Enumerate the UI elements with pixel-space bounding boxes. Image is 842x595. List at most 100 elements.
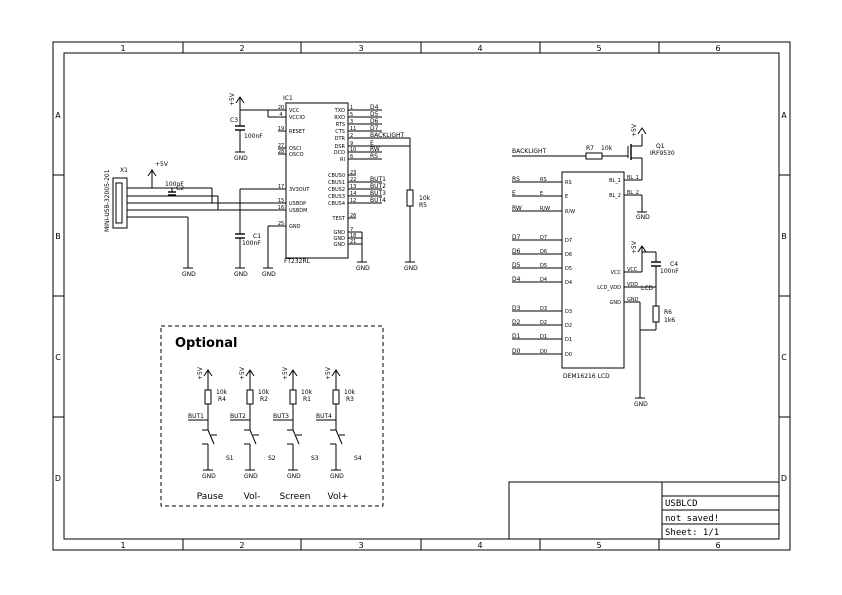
ic1-left-pin-name: OSCI (289, 146, 301, 152)
pullup-ref: R3 (346, 396, 354, 403)
bl2-gnd-label: GND (636, 214, 650, 221)
title-block: USBLCD not saved! Sheet: 1/1 (508, 481, 780, 540)
lcd-right-pin-name: BL_2 (609, 193, 621, 199)
lcd-left-net: E (512, 190, 516, 197)
lcd-gnd-label: GND (634, 401, 648, 408)
pullup-ref: R4 (218, 396, 226, 403)
ic1-right-pin-name: CBUS4 (328, 201, 345, 207)
r7-value: 10k (601, 145, 613, 152)
ic1-ref: IC1 (283, 95, 293, 102)
frame-col-5-bottom: 5 (596, 541, 601, 550)
ic1-left-pin-num: 17 (278, 184, 284, 190)
switch-gnd-label: GND (287, 473, 301, 480)
lcd-left-pin-name: D2 (565, 323, 572, 329)
ic1-right-pin-num: 18 (350, 233, 356, 239)
q1-ref: Q1 (656, 143, 665, 150)
q1-part: IRF9530 (650, 150, 675, 157)
ic1-right-pin-name: GND (334, 236, 346, 242)
usb-ref: X1 (120, 167, 128, 174)
ic1-left-pin-name: RESET (289, 129, 306, 135)
switch-group: +5V10kR4BUT1S1GNDPause+5V10kR2BUT2S2GNDV… (188, 366, 362, 502)
ic1-right-pin-name: CBUS2 (328, 187, 345, 193)
ic1-right-pin-num: 21 (350, 239, 356, 245)
frame-col-4-top: 4 (477, 44, 482, 53)
frame-col-1-bottom: 1 (120, 541, 125, 550)
ic1-left-pin-num: 27 (278, 143, 284, 149)
lcd-pad-label: D3 (540, 306, 547, 312)
ic1-right-pin-num: 1 (350, 105, 353, 111)
switch-supply-label: +5V (239, 366, 246, 380)
button-net-label: BUT1 (188, 413, 204, 420)
c1-value: 100nF (242, 240, 261, 247)
ic1-right-pin-name: DSR (335, 144, 346, 150)
switch-gnd-label: GND (244, 473, 258, 480)
ic1-supply-label: +5V (229, 92, 236, 106)
c3-gnd-label: GND (234, 155, 248, 162)
ic1-right-pin-name: CBUS3 (328, 194, 345, 200)
lcd-left-net: D2 (512, 319, 521, 326)
r6-value: 1k6 (664, 317, 675, 324)
ic1-right-pin-num: 2 (350, 133, 353, 139)
frame-col-6-top: 6 (715, 44, 720, 53)
button-net-label: BUT2 (230, 413, 246, 420)
lcd-left-pin-name: D1 (565, 337, 572, 343)
lcd-pad-label: D4 (540, 277, 547, 283)
ic1-left-pin-num: 28 (278, 149, 284, 155)
ic1-left-pin-name: 3V3OUT (289, 187, 310, 193)
lcd-right-pin-name: LCD_VDD (597, 285, 621, 291)
ic1-right-pin-name: RTS (336, 122, 345, 128)
usb-supply-label: +5V (155, 161, 169, 168)
button-net-label: BUT3 (273, 413, 289, 420)
optional-section: Optional +5V10kR4BUT1S1GNDPause+5V10kR2B… (160, 325, 384, 507)
frame-row-d-right: D (781, 474, 787, 483)
switch-ref: S2 (268, 455, 276, 462)
ic1-right-pin-name: TEST (332, 216, 346, 222)
ic1-net-label: E (370, 140, 374, 147)
ic1-net-label: RS (370, 153, 378, 160)
ic1-right-pin-name: GND (334, 242, 346, 248)
lcd-pad-label: RS (540, 177, 547, 183)
ic1-left-pin-name: OSCO (289, 152, 304, 158)
ic1-left-pin-name: USBDM (289, 208, 307, 214)
lcd-left-pin-name: D0 (565, 352, 572, 358)
ic1-left-pin-num: 19 (278, 126, 284, 132)
frame-row-c-left: C (55, 353, 61, 362)
frame-row-d-left: D (55, 474, 61, 483)
switch-function-label: Vol- (244, 492, 261, 502)
lcd-left-net: D6 (512, 248, 521, 255)
ic1-left-pin-num: 20 (278, 105, 284, 111)
lcd-right-pin-name: BL_1 (609, 178, 621, 184)
frame-row-a-left: A (55, 111, 61, 120)
lcd-supply-label: +5V (631, 240, 638, 254)
switch-ref: S1 (226, 455, 234, 462)
lcd-left-pin-name: D7 (565, 238, 572, 244)
frame-col-5-top: 5 (596, 44, 601, 53)
frame-col-6-bottom: 6 (715, 541, 720, 550)
c3-value: 100nF (244, 133, 263, 140)
ic1-left-pin-name: GND (289, 224, 301, 230)
pullup-value: 10k (216, 389, 228, 396)
ic1-net-label: BUT3 (370, 190, 386, 197)
ic1-right-pin-num: 9 (350, 141, 353, 147)
lcd-right-net: VCC (627, 267, 638, 273)
switch-supply-label: +5V (325, 366, 332, 380)
title-block-name: USBLCD (665, 499, 698, 509)
c2-ref: C2 (176, 185, 184, 192)
usb-part: MINI-USB-32005-201 (104, 169, 111, 232)
ic1-net-label: BUT4 (370, 197, 386, 204)
ic1-net-label: BACKLIGHT (370, 132, 405, 139)
lcd-left-pin-name: RS (565, 180, 572, 186)
ic1-right-pin-num: 6 (350, 154, 353, 160)
lcd-left-pin-name: D3 (565, 309, 572, 315)
ic1-left-pin-name: VCCIO (289, 115, 305, 121)
pullup-value: 10k (344, 389, 356, 396)
q1-supply-label: +5V (631, 123, 638, 137)
button-net-label: BUT4 (316, 413, 332, 420)
ic1-right-pin-num: 10 (350, 147, 356, 153)
optional-title: Optional (175, 336, 237, 351)
frame-row-a-right: A (781, 111, 787, 120)
lcd-right-net: BL_2 (627, 190, 639, 196)
